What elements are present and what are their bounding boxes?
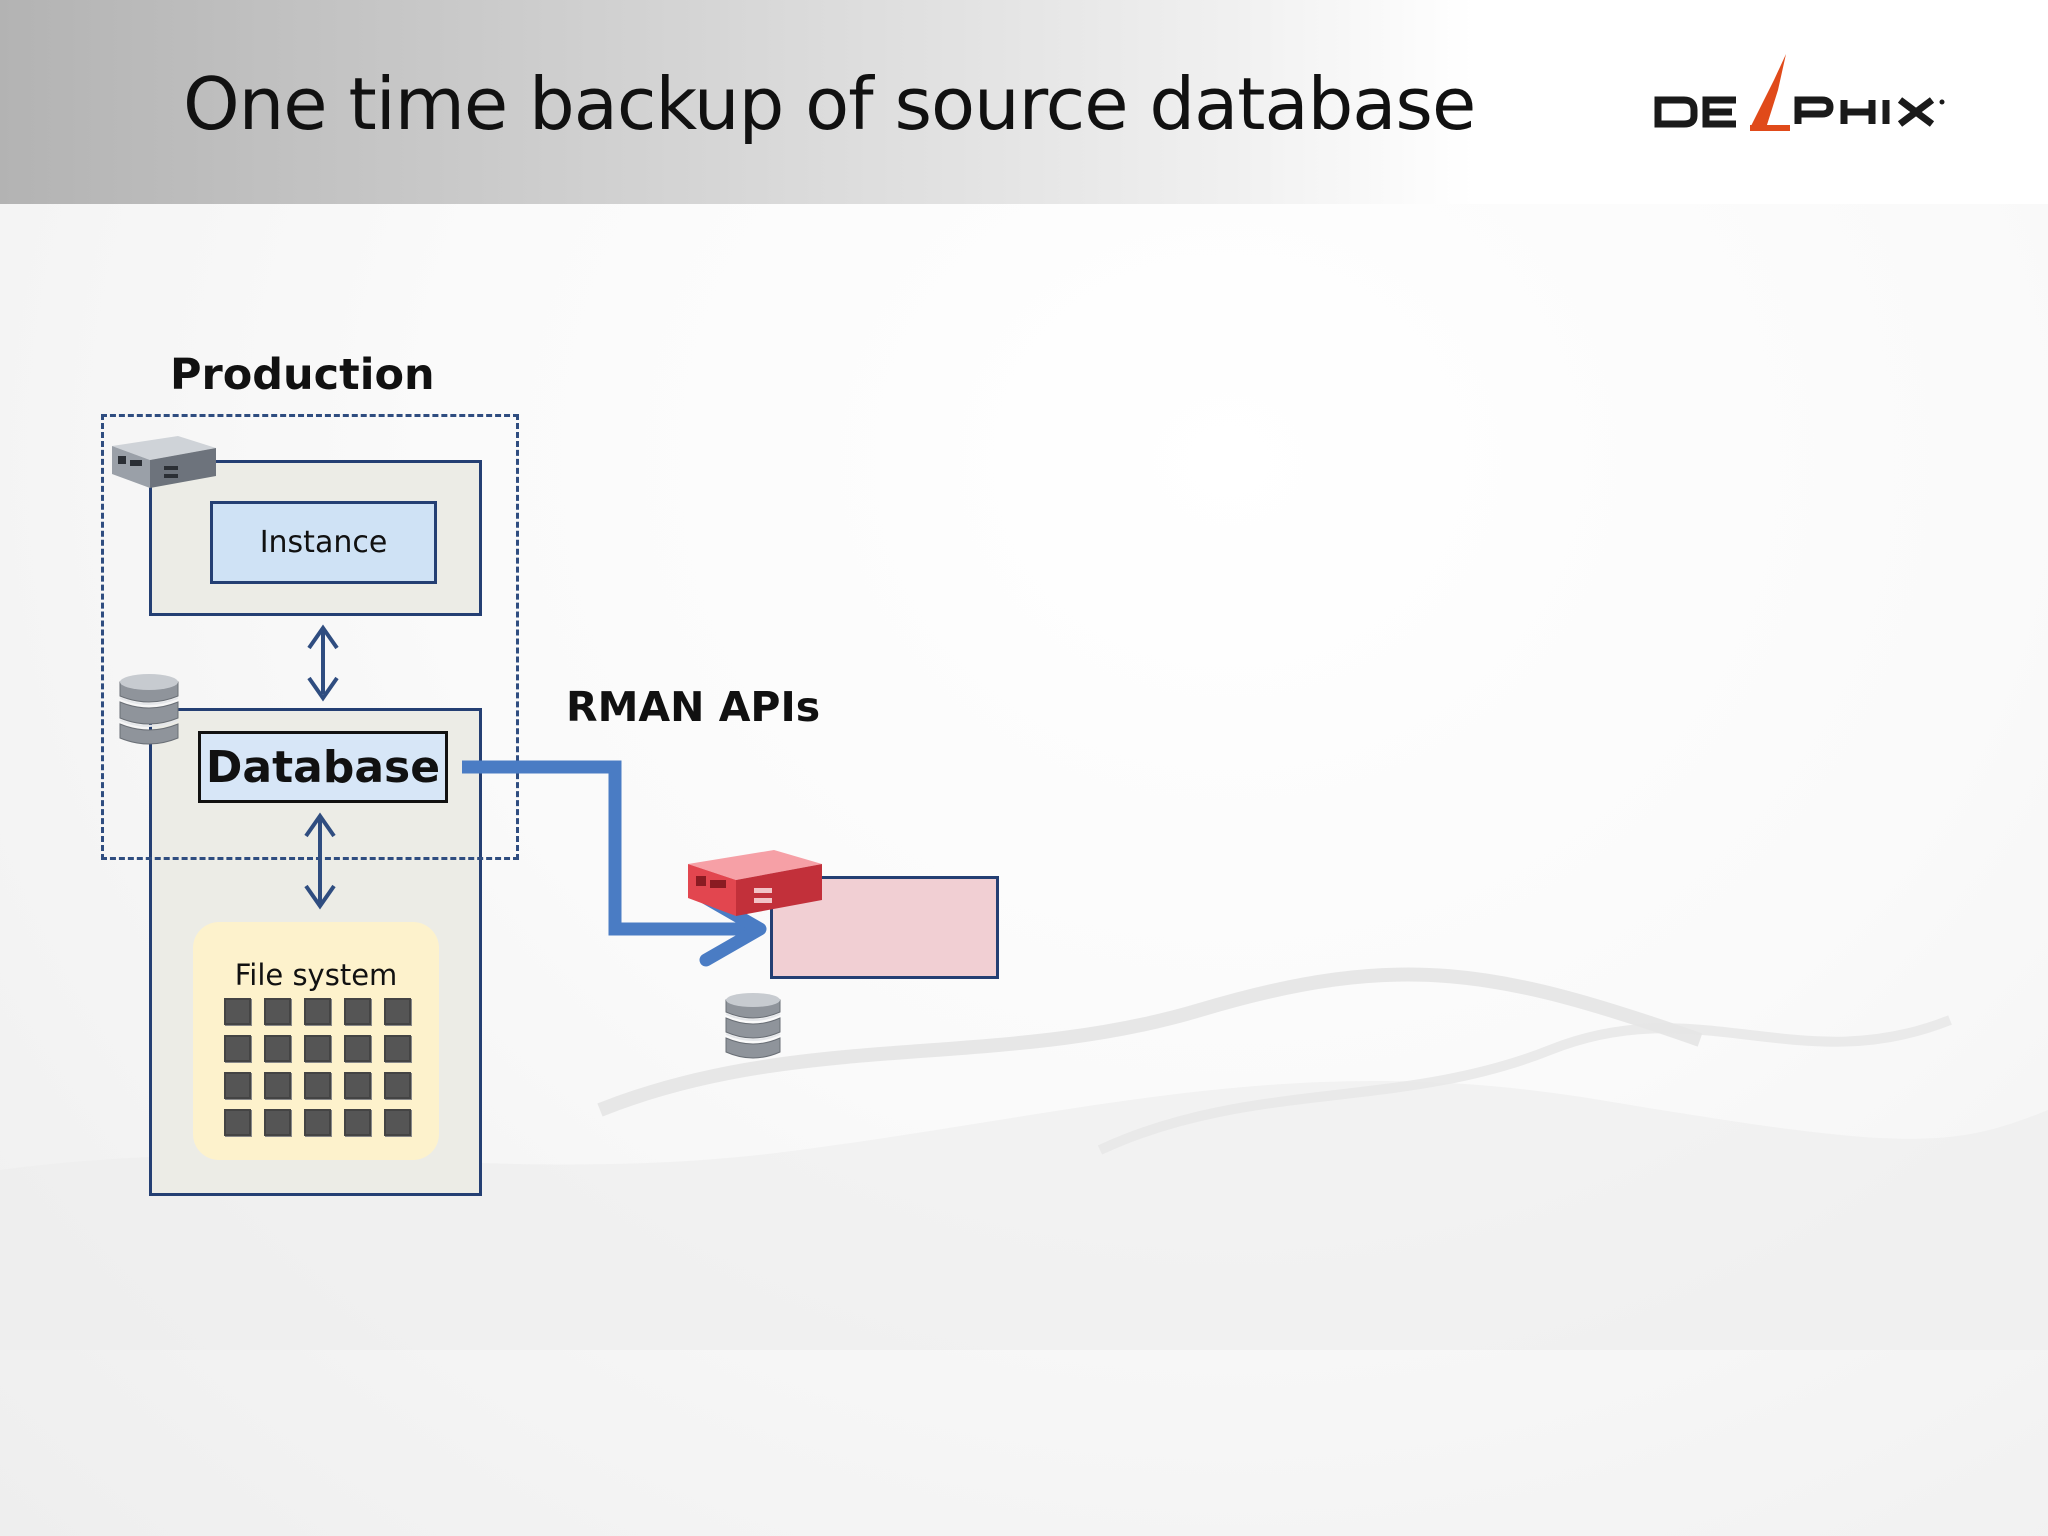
filesystem-block <box>344 1035 371 1062</box>
filesystem-block-grid <box>224 998 414 1144</box>
database-filesystem-arrow <box>304 812 336 910</box>
delphix-database-icon <box>725 993 781 1059</box>
filesystem-block <box>304 998 331 1025</box>
water-splash-background <box>0 967 2048 1350</box>
production-database-icon <box>119 674 179 745</box>
rman-apis-label: RMAN APIs <box>566 683 821 731</box>
filesystem-block <box>224 1109 251 1136</box>
instance-box: Instance <box>210 501 437 584</box>
filesystem-block <box>304 1072 331 1099</box>
delphix-logo <box>1654 54 1945 131</box>
production-label: Production <box>170 350 435 400</box>
filesystem-block <box>344 998 371 1025</box>
filesystem-block <box>384 1072 411 1099</box>
database-box: Database <box>198 731 448 803</box>
filesystem-block <box>384 1109 411 1136</box>
instance-database-arrow <box>307 624 339 702</box>
filesystem-block <box>304 1109 331 1136</box>
delphix-server-icon <box>688 850 822 916</box>
filesystem-block <box>344 1109 371 1136</box>
filesystem-block <box>384 998 411 1025</box>
filesystem-label: File system <box>234 958 398 992</box>
filesystem-block <box>224 1035 251 1062</box>
production-boundary <box>101 414 519 860</box>
filesystem-block <box>264 1109 291 1136</box>
filesystem-box: File system <box>193 922 439 1160</box>
filesystem-block <box>264 1035 291 1062</box>
filesystem-block <box>264 998 291 1025</box>
slide-title: One time backup of source database <box>183 62 1476 146</box>
database-label: Database <box>205 741 441 793</box>
filesystem-block <box>264 1072 291 1099</box>
instance-label: Instance <box>259 525 388 560</box>
filesystem-block <box>344 1072 371 1099</box>
filesystem-block <box>304 1035 331 1062</box>
production-server-icon <box>112 436 216 488</box>
filesystem-block <box>224 998 251 1025</box>
filesystem-block <box>224 1072 251 1099</box>
filesystem-block <box>384 1035 411 1062</box>
